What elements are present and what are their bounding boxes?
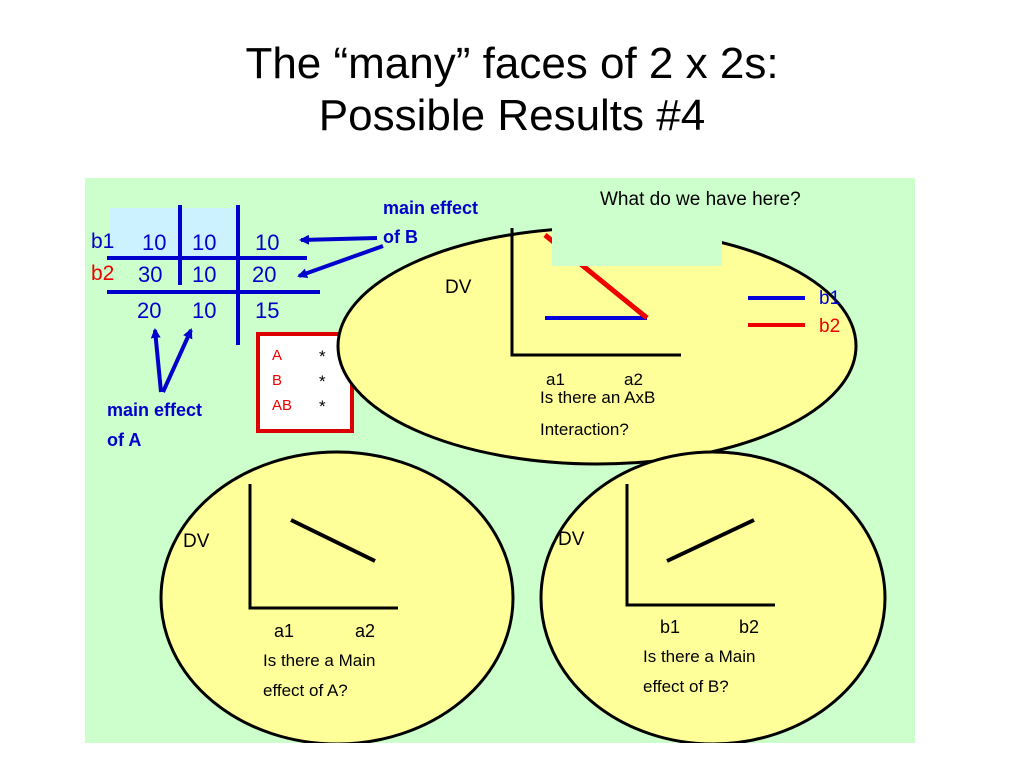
col-mean-a2: 10 (192, 298, 216, 323)
interaction-plot: DV a1 a2 Is there an AxB Interaction? (336, 226, 858, 466)
main-b-ellipse (539, 450, 887, 743)
main-a-dv-label: DV (183, 531, 210, 552)
arrow-to-a1-mean (150, 328, 163, 393)
grand-mean: 15 (255, 298, 279, 323)
col-mean-a1: 20 (137, 298, 161, 323)
main-effect-a-label-2: of A (107, 430, 141, 450)
main-effect-a-plot: DV a1 a2 Is there a Main effect of A? (159, 450, 515, 743)
arrow-to-b1-mean (299, 234, 378, 245)
arrow-to-a2-mean (161, 328, 193, 393)
main-a-series-line (290, 518, 376, 563)
sig-label-a: A (272, 347, 282, 364)
row-label-b2: b2 (91, 262, 114, 285)
main-a-question-2: effect of A? (263, 681, 348, 700)
legend-label-b2: b2 (819, 316, 840, 337)
row-mean-b2: 20 (252, 262, 276, 287)
means-table: b1 b2 10 10 10 30 10 20 20 10 15 (91, 205, 320, 345)
cell-a2b1: 10 (192, 230, 216, 255)
interaction-axes (510, 228, 681, 357)
main-a-xlabel-a2: a2 (355, 621, 375, 641)
main-b-dv-label: DV (558, 529, 585, 550)
legend: b1 b2 (748, 288, 840, 337)
question-callout-box (552, 186, 722, 266)
slide-title: The “many” faces of 2 x 2s: Possible Res… (0, 38, 1024, 142)
interaction-xlabel-a1: a1 (546, 370, 565, 389)
main-b-question-2: effect of B? (643, 677, 729, 696)
cell-a2b2: 10 (192, 262, 216, 287)
interaction-xlabel-a2: a2 (624, 370, 643, 389)
main-effect-b-label-2: of B (383, 227, 418, 247)
sig-mark-ab: * (319, 397, 326, 416)
main-b-axes (625, 484, 775, 607)
figure-canvas: b1 b2 10 10 10 30 10 20 20 10 15 main ef… (91, 198, 887, 743)
arrow-to-b2-mean (297, 244, 384, 279)
main-a-question-1: Is there a Main (263, 651, 375, 670)
main-a-xlabel-a1: a1 (274, 621, 294, 641)
main-effect-b-plot: DV b1 b2 Is there a Main effect of B? (539, 450, 887, 743)
main-b-xlabel-b2: b2 (739, 617, 759, 637)
interaction-question-2: Interaction? (540, 420, 629, 439)
interaction-dv-label: DV (445, 277, 472, 298)
sig-mark-a: * (319, 347, 326, 366)
main-effect-b-label-1: main effect (383, 198, 478, 218)
row-mean-b1: 10 (255, 230, 279, 255)
main-b-series-line (666, 518, 755, 563)
sig-label-ab: AB (272, 397, 292, 414)
legend-label-b1: b1 (819, 288, 840, 309)
table-cell-fill (110, 208, 240, 258)
title-line-1: The “many” faces of 2 x 2s: (245, 39, 779, 88)
main-b-question-1: Is there a Main (643, 647, 755, 666)
main-a-axes (248, 484, 398, 610)
significance-box: A B AB * * * (256, 332, 354, 433)
cell-a1b1: 10 (142, 230, 166, 255)
question-text: What do we have here? (600, 189, 801, 210)
main-b-xlabel-b1: b1 (660, 617, 680, 637)
title-line-2: Possible Results #4 (318, 91, 706, 140)
sig-mark-b: * (319, 372, 326, 391)
figure-panel: b1 b2 10 10 10 30 10 20 20 10 15 main ef… (85, 178, 915, 743)
sig-label-b: B (272, 372, 282, 389)
significance-box-frame (256, 332, 354, 433)
cell-a1b2: 30 (138, 262, 162, 287)
main-effect-a-label-1: main effect (107, 400, 202, 420)
row-label-b1: b1 (91, 230, 114, 253)
interaction-question-1: Is there an AxB (540, 388, 655, 407)
